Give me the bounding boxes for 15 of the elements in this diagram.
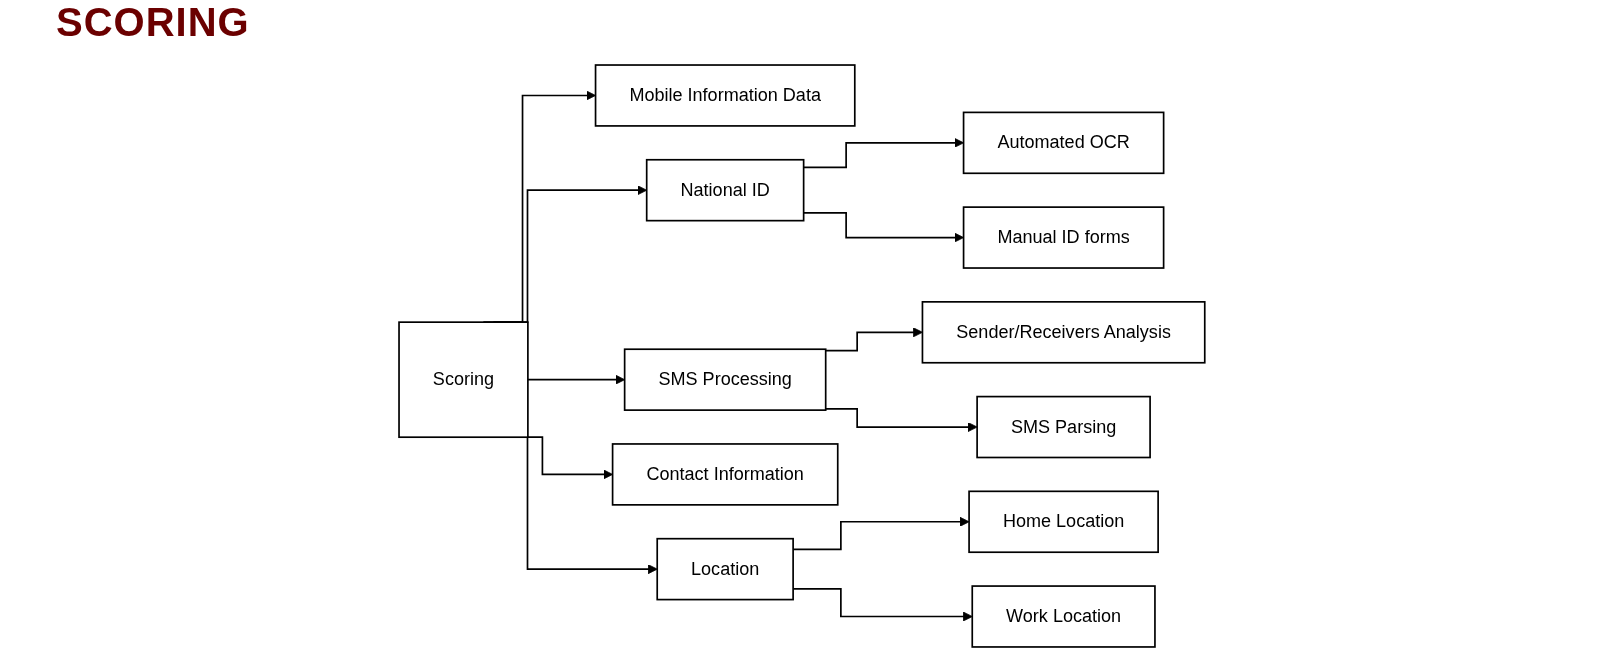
node-box: Scoring bbox=[398, 321, 529, 439]
node-box: Location bbox=[656, 537, 795, 601]
node-box: Contact Information bbox=[611, 443, 839, 506]
node-box: Work Location bbox=[971, 585, 1156, 648]
node-box: Home Location bbox=[968, 490, 1160, 554]
node-box: SMS Processing bbox=[623, 348, 827, 411]
node-box: Manual ID forms bbox=[962, 206, 1165, 269]
node-box: Sender/Receivers Analysis bbox=[921, 301, 1206, 364]
node-box: SMS Parsing bbox=[976, 395, 1152, 459]
node-box: Automated OCR bbox=[962, 111, 1165, 175]
arrow bbox=[824, 407, 978, 432]
node-box: National ID bbox=[645, 158, 805, 222]
node-box: Mobile Information Data bbox=[594, 64, 856, 127]
arrow bbox=[824, 327, 923, 352]
diagram-title: SCORING bbox=[56, 0, 250, 45]
